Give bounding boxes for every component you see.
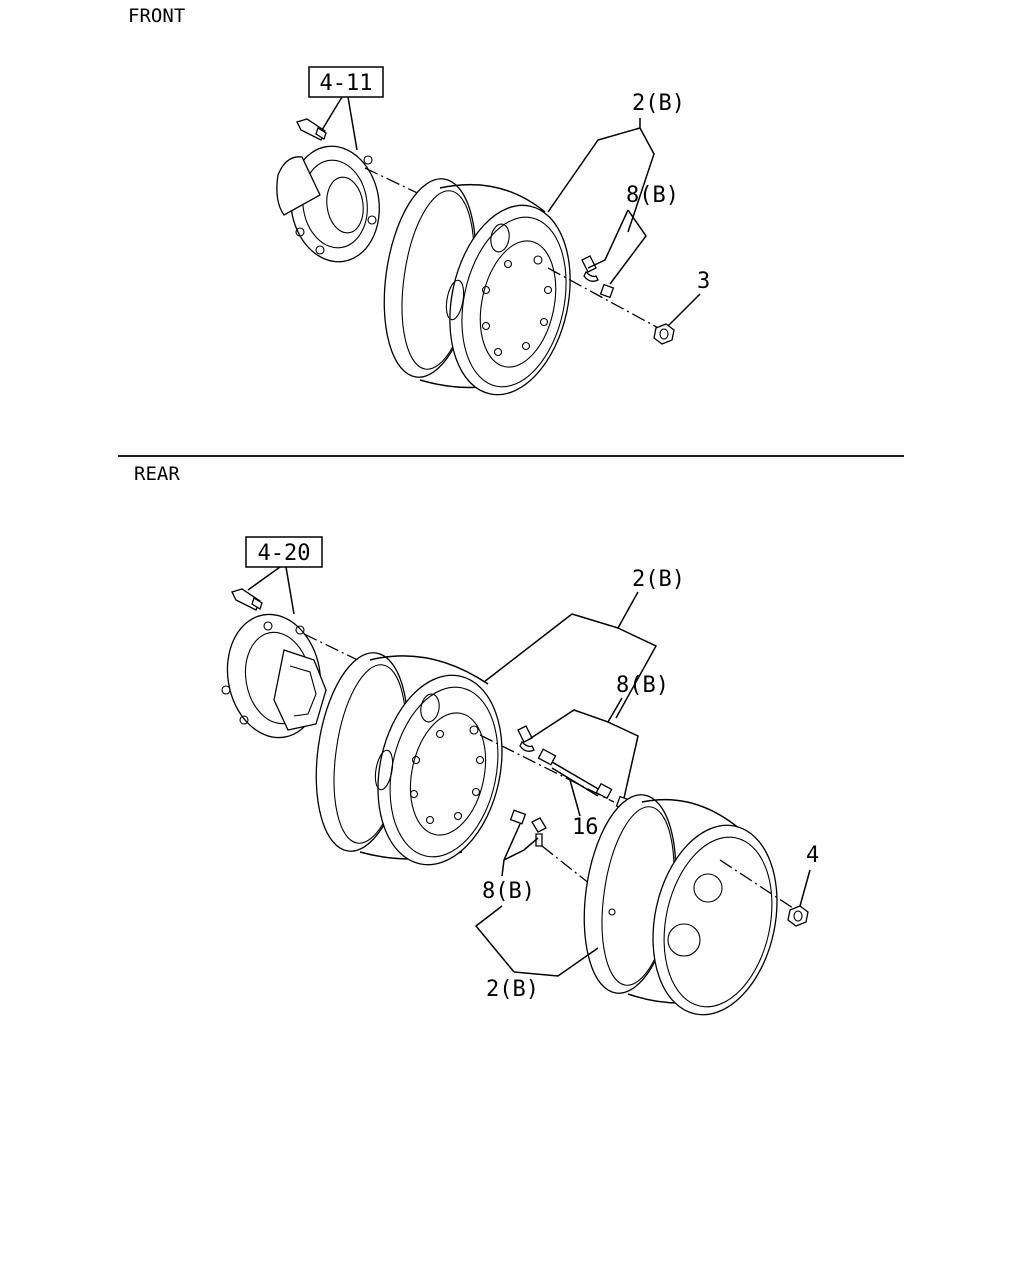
front-ref-leader-bolt [321, 96, 343, 131]
rear-callout-extension: 16 [572, 815, 599, 840]
rear-inner-valve-stem[interactable] [517, 725, 535, 752]
rear-outer-valve-leader-left [501, 823, 521, 877]
rear-ref-leader-hub [285, 566, 295, 615]
rear-inner-valve-leader-right [607, 721, 639, 799]
front-ref-leader-hub [347, 96, 358, 151]
front-hub-bolt[interactable] [296, 118, 327, 141]
front-callout-rim: 2(B) [632, 91, 685, 116]
section-title-front: FRONT [128, 5, 185, 27]
front-nut-leader [667, 293, 701, 327]
rear-nut-axis [719, 859, 797, 911]
rear-callout-nut: 4 [806, 843, 819, 868]
front-hub[interactable] [276, 140, 387, 267]
rear-wheel-nut[interactable] [787, 905, 809, 927]
front-nut-axis [547, 267, 663, 331]
rear-axis-lower [541, 845, 591, 885]
rear-outer-valve-stem[interactable] [509, 809, 547, 847]
rear-outer-rim-leader-left [474, 905, 515, 973]
front-rim-leader-left [547, 118, 641, 213]
rear-ref-leader-bolt [247, 566, 281, 591]
rear-callout-outer-rim: 2(B) [486, 977, 539, 1002]
rear-ref-box[interactable]: 4-20 [245, 536, 323, 568]
front-rim-leader-right [627, 127, 655, 233]
rear-inner-wheel-rim[interactable] [305, 647, 519, 877]
rear-outer-valve-leader-right [503, 837, 539, 861]
rear-inner-rim-leader-right [615, 627, 658, 719]
front-valve-leader-right [609, 209, 647, 285]
rear-hub[interactable] [218, 607, 330, 745]
extension-leader [569, 779, 581, 817]
front-valve-stem[interactable] [581, 255, 615, 299]
rear-callout-inner-rim: 2(B) [632, 567, 685, 592]
rear-callout-outer-valve: 8(B) [482, 879, 535, 904]
rear-stud-axis [303, 633, 367, 665]
front-callout-valve: 8(B) [626, 183, 679, 208]
front-wheel-rim[interactable] [373, 173, 587, 406]
front-ref-box[interactable]: 4-11 [308, 66, 384, 98]
section-title-rear: REAR [134, 463, 180, 485]
rear-outer-rim-leader-right [513, 947, 599, 977]
rear-callout-inner-valve: 8(B) [616, 673, 669, 698]
rear-inner-rim-leader-left [483, 591, 639, 683]
rear-inner-valve-leader-left [527, 697, 623, 741]
rear-hub-bolt[interactable] [231, 588, 263, 611]
front-ref-label: 4-11 [320, 71, 373, 96]
rear-nut-leader [799, 869, 811, 907]
front-wheel-nut[interactable] [653, 323, 675, 345]
valve-extension[interactable] [537, 748, 613, 800]
front-callout-nut: 3 [697, 269, 710, 294]
front-valve-leader-left [587, 209, 629, 269]
rear-outer-wheel-rim[interactable] [573, 789, 794, 1027]
rear-axis-upper [479, 734, 615, 803]
rear-ref-label: 4-20 [258, 541, 311, 566]
